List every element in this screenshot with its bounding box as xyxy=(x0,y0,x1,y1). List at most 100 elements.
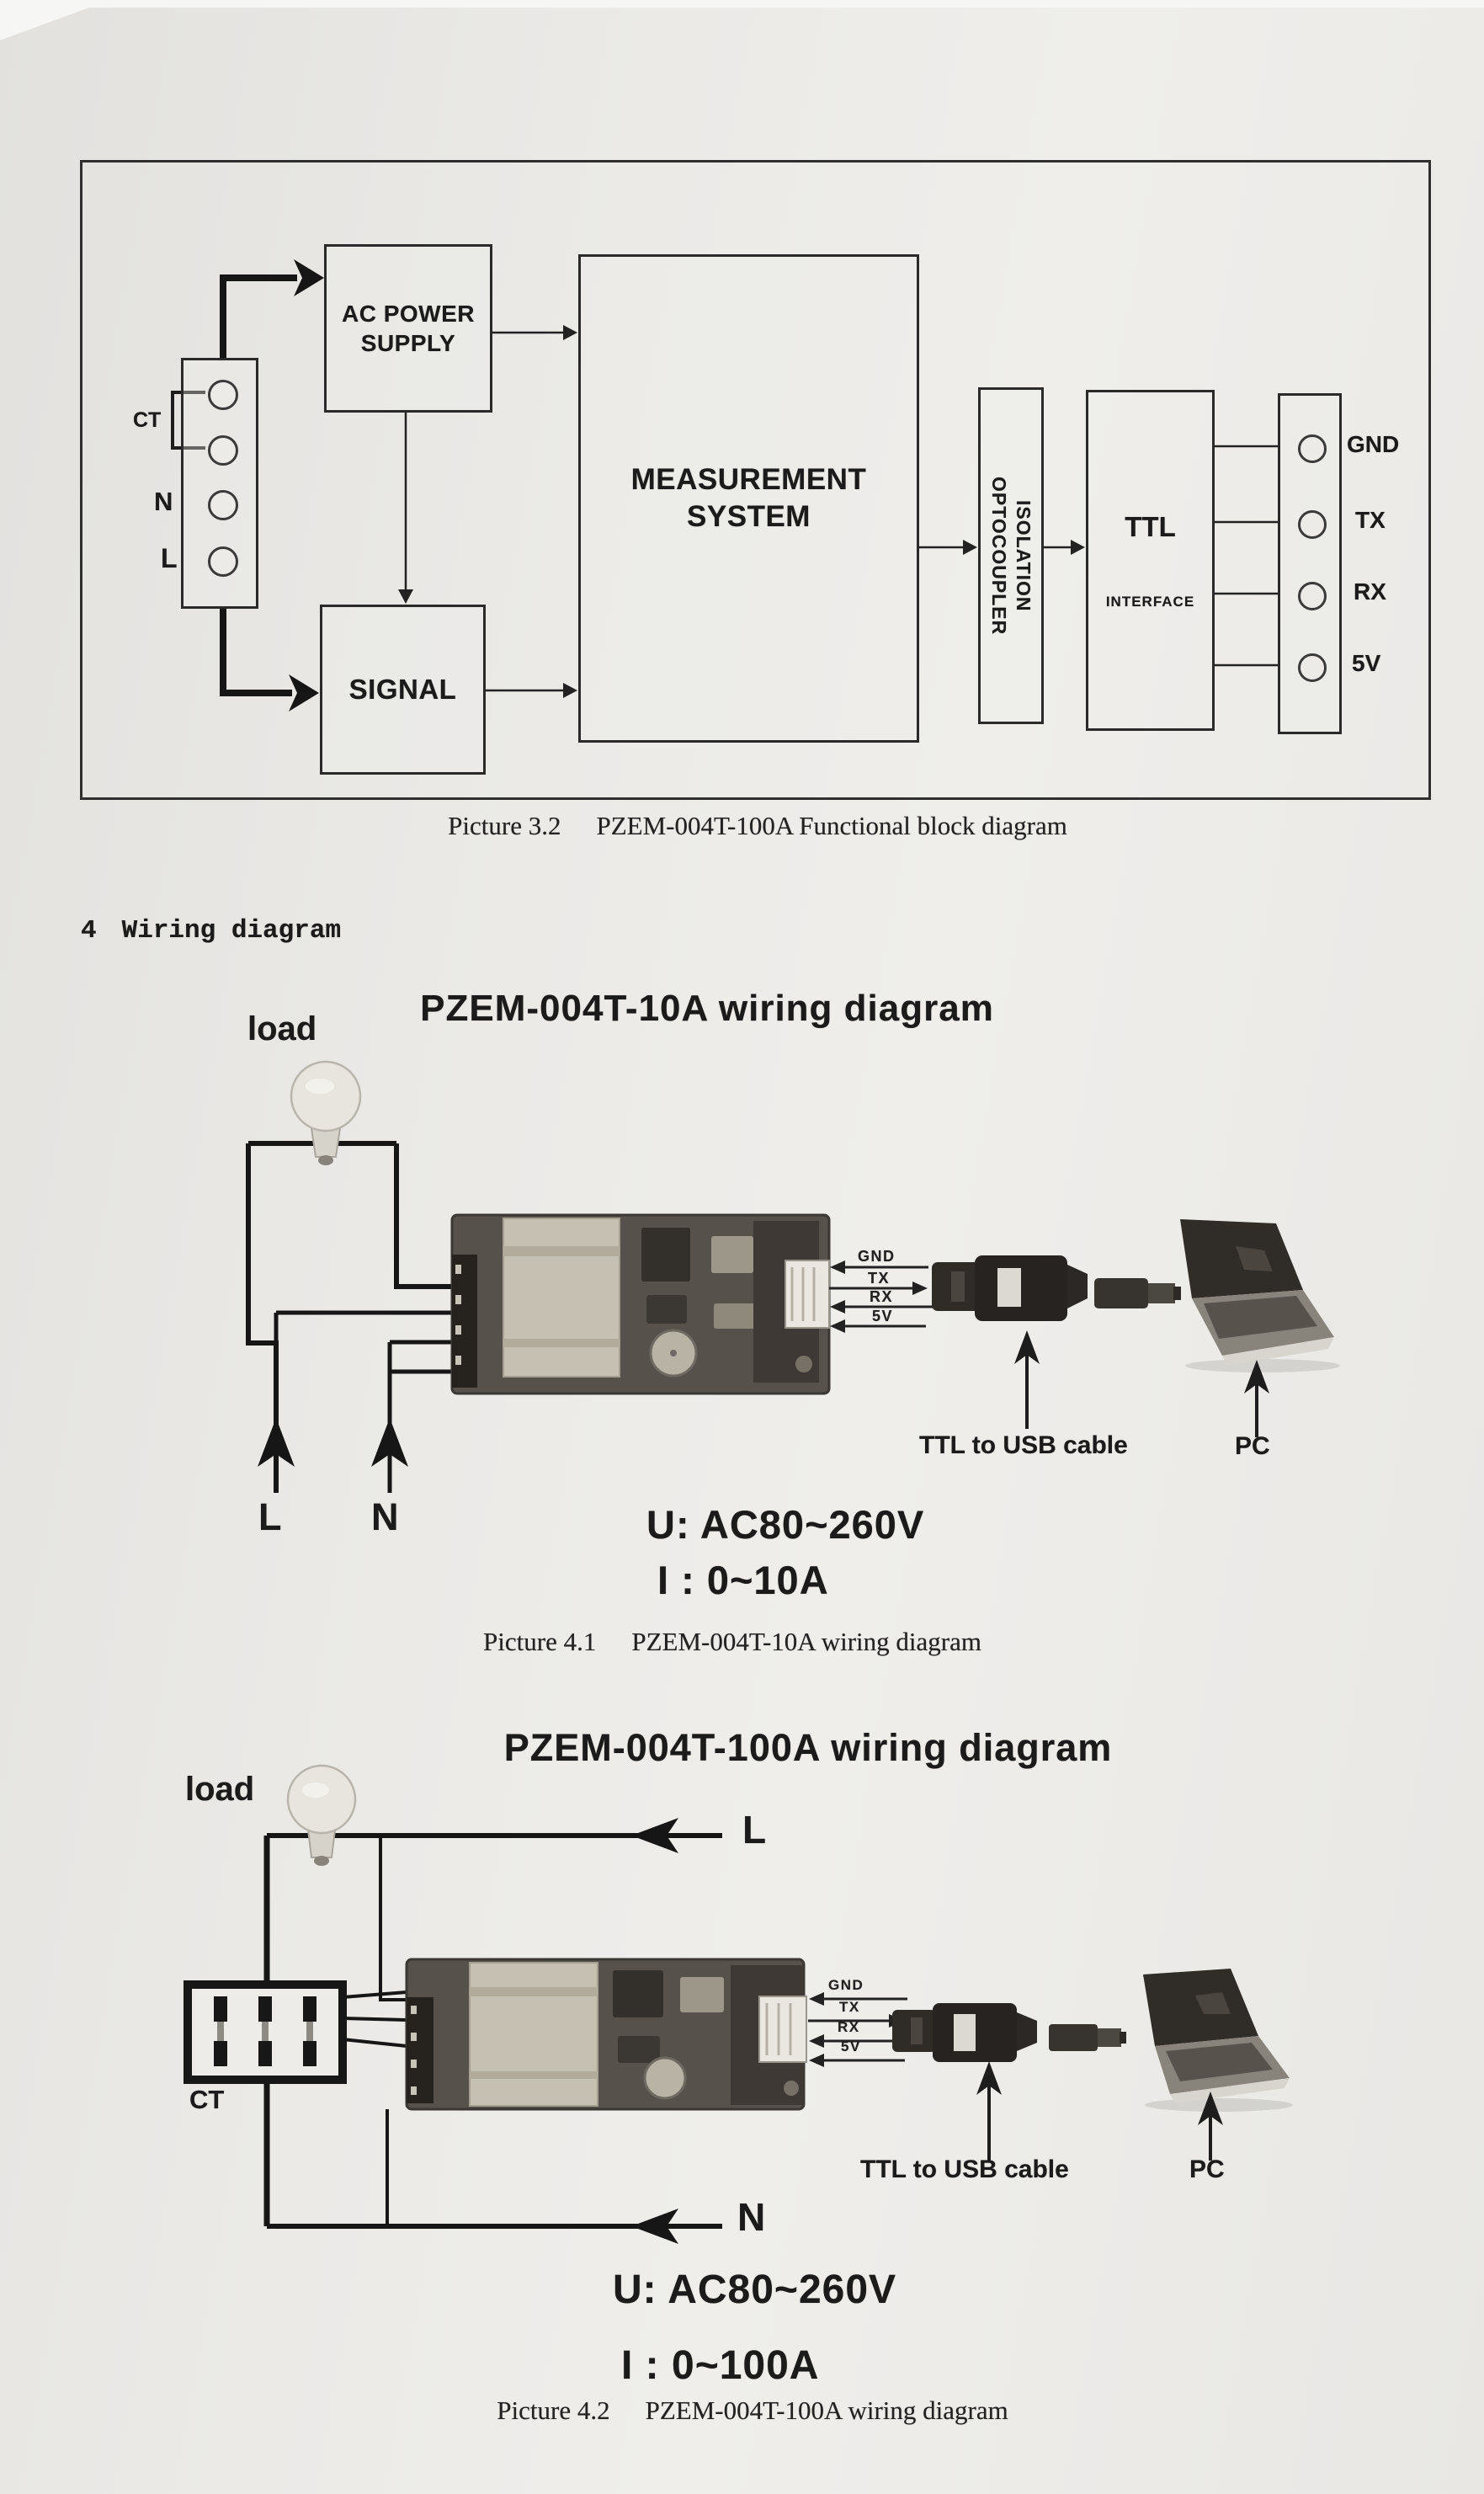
load-bulb-icon xyxy=(290,1060,362,1165)
arrow-right-icon xyxy=(289,674,319,711)
pin-wires xyxy=(808,1997,911,2062)
arrow-right-icon xyxy=(563,325,577,340)
diagram-100a-title: PZEM-004T-100A wiring diagram xyxy=(503,1726,1113,1769)
box-label: TTL xyxy=(1125,510,1176,542)
ttl-usb-adapter-icon xyxy=(892,2003,1037,2062)
terminal-hole xyxy=(208,380,238,410)
caption-text: PZEM-004T-100A Functional block diagram xyxy=(596,811,1067,840)
l-terminal-label: L xyxy=(161,543,178,573)
terminal-hole xyxy=(1298,510,1327,539)
measurement-system-box: MEASUREMENT SYSTEM xyxy=(578,254,919,743)
rx-pin-label: RX xyxy=(1354,578,1386,605)
scan-edge xyxy=(0,0,1484,8)
box-label: OPTOCOUPLER xyxy=(988,476,1010,636)
wire xyxy=(1215,445,1278,667)
caption-number: Picture 4.2 xyxy=(497,2395,610,2425)
section-number: 4 xyxy=(81,916,97,946)
tx-wire-label: TX xyxy=(868,1270,891,1287)
wiring-diagram-10a-graphic xyxy=(246,1060,1340,1493)
arrow-left-icon xyxy=(830,1319,845,1333)
ct-transformer-icon xyxy=(184,1980,347,2084)
block-diagram-wires xyxy=(171,259,1278,711)
usb-plug-icon xyxy=(1094,1278,1181,1308)
terminal-hole xyxy=(208,490,238,520)
pc-label: PC xyxy=(1189,2156,1225,2183)
arrow-right-icon xyxy=(963,540,977,555)
wire xyxy=(274,1310,452,1343)
voltage-spec: U: AC80~260V xyxy=(613,2268,897,2312)
box-label: MEASUREMENT xyxy=(630,463,867,497)
ct-terminal-label: CT xyxy=(133,408,162,432)
gnd-pin-label: GND xyxy=(1347,431,1400,457)
arrow-up-icon xyxy=(1014,1330,1040,1364)
scan-corner xyxy=(0,0,109,40)
box-label: SYSTEM xyxy=(687,500,811,533)
ttl-cable-label: TTL to USB cable xyxy=(860,2156,1069,2183)
section-title: Wiring diagram xyxy=(121,916,342,946)
pc-label: PC xyxy=(1235,1432,1270,1460)
load-bulb-icon xyxy=(286,1764,357,1866)
ttl-usb-adapter-icon xyxy=(932,1255,1088,1321)
gnd-wire-label: GND xyxy=(858,1248,896,1265)
pin-wires xyxy=(829,1266,933,1328)
arrow-right-icon xyxy=(563,683,577,698)
wire xyxy=(342,1990,407,2048)
wire xyxy=(379,1836,407,2001)
ttl-cable-label: TTL to USB cable xyxy=(919,1431,1128,1459)
arrow-down-icon xyxy=(398,589,413,604)
load-label: load xyxy=(247,1010,317,1047)
rx-wire-label: RX xyxy=(838,2019,860,2035)
5v-wire-label: 5V xyxy=(872,1308,894,1324)
terminal-hole xyxy=(1298,653,1327,682)
arrow-up-icon xyxy=(1244,1360,1269,1394)
caption-picture-3-2: Picture 3.2 PZEM-004T-100A Functional blo… xyxy=(253,811,1263,841)
line-n-label: N xyxy=(737,2195,766,2239)
box-label: ISOLATION xyxy=(1013,499,1035,612)
line-n-label: N xyxy=(371,1495,399,1538)
arrow-up-icon xyxy=(258,1418,295,1467)
caption-picture-4-2: Picture 4.2 PZEM-004T-100A wiring diagram xyxy=(290,2395,1215,2426)
pc-laptop-icon xyxy=(1143,1969,1293,2112)
arrow-left-icon xyxy=(809,2034,824,2048)
wire xyxy=(220,274,297,358)
output-terminal-block xyxy=(1278,393,1342,734)
caption-number: Picture 3.2 xyxy=(448,811,561,840)
ttl-interface-box: TTL INTERFACE xyxy=(1086,390,1215,731)
ac-power-supply-box: AC POWER SUPPLY xyxy=(324,244,492,413)
current-spec: I : 0~10A xyxy=(657,1558,829,1602)
arrow-up-icon xyxy=(1198,2092,1223,2125)
wire xyxy=(387,1340,452,1493)
pzem-pcb-module xyxy=(405,1958,807,2111)
block-diagram-frame xyxy=(80,160,1431,800)
signal-box: SIGNAL xyxy=(320,605,486,775)
input-terminal-block xyxy=(181,358,258,609)
caption-text: PZEM-004T-100A wiring diagram xyxy=(645,2395,1008,2425)
arrow-right-icon xyxy=(912,1282,928,1295)
pc-laptop-icon xyxy=(1180,1219,1340,1372)
box-label: SUPPLY xyxy=(360,330,456,356)
ct-bracket xyxy=(171,391,205,450)
arrow-left-icon xyxy=(809,1992,824,2006)
arrow-right-icon xyxy=(1071,540,1085,555)
voltage-spec: U: AC80~260V xyxy=(646,1502,925,1547)
line-l-label: L xyxy=(258,1495,282,1538)
arrow-right-icon xyxy=(294,259,324,296)
n-terminal-label: N xyxy=(154,487,173,516)
wiring-diagram-100a-graphic xyxy=(184,1764,1293,2244)
gnd-wire-label: GND xyxy=(828,1977,864,1993)
pzem-pcb-module xyxy=(450,1213,831,1395)
arrow-left-icon xyxy=(830,1300,845,1314)
arrow-left-icon xyxy=(631,1818,678,1853)
caption-number: Picture 4.1 xyxy=(483,1627,597,1656)
5v-pin-label: 5V xyxy=(1352,650,1381,676)
terminal-hole xyxy=(1298,434,1327,463)
usb-plug-icon xyxy=(1049,2024,1126,2051)
arrow-left-icon xyxy=(830,1260,845,1274)
load-label: load xyxy=(185,1771,255,1808)
wire xyxy=(220,609,292,696)
wire xyxy=(394,1143,452,1289)
tx-wire-label: TX xyxy=(839,1999,860,2015)
rx-wire-label: RX xyxy=(870,1288,894,1305)
